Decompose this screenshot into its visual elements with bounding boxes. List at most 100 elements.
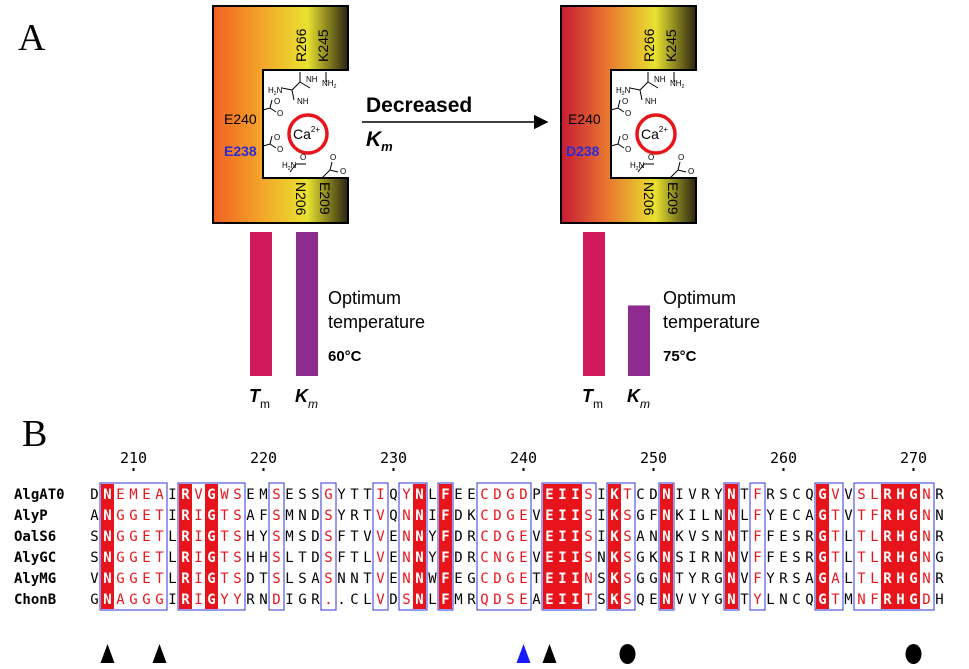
residue-char: K xyxy=(649,550,658,566)
residue-char: T xyxy=(298,550,307,566)
residue-char: N xyxy=(662,592,670,608)
similarity-box xyxy=(749,482,766,611)
right-calcium-label: Ca2+ xyxy=(641,125,668,142)
residue-char: C xyxy=(636,487,644,503)
residue-char: N xyxy=(727,550,735,566)
residue-char: T xyxy=(220,529,229,545)
conserved-column xyxy=(894,484,907,609)
right-atom-nh2a: H2N xyxy=(616,86,631,97)
residue-char: S xyxy=(311,487,319,503)
right-atom-o3: O xyxy=(622,133,628,142)
arrow-label-decreased: Decreased xyxy=(366,94,472,117)
residue-char: N xyxy=(714,508,722,524)
residue-char: S xyxy=(324,529,332,545)
residue-char: S xyxy=(272,550,280,566)
residue-char: I xyxy=(571,571,579,587)
left-optimum-value: 60°C xyxy=(328,348,362,365)
residue-char: V xyxy=(376,592,385,608)
residue-char: T xyxy=(740,592,749,608)
residue-char: H xyxy=(896,550,904,566)
residue-char: V xyxy=(688,487,697,503)
residue-char: K xyxy=(610,529,619,545)
residue-char: M xyxy=(844,592,852,608)
residue-char: R xyxy=(467,592,476,608)
sequence-name-algat0: AlgAT0 xyxy=(14,487,65,503)
conserved-column xyxy=(205,484,218,609)
residue-char: G xyxy=(818,487,826,503)
ruler-tick xyxy=(912,468,915,471)
conserved-column xyxy=(569,484,582,609)
residue-char: N xyxy=(103,487,111,503)
residue-char: M xyxy=(285,529,293,545)
residue-char: I xyxy=(571,529,579,545)
residue-char: L xyxy=(701,508,709,524)
residue-char: N xyxy=(350,571,358,587)
residue-char: T xyxy=(740,487,749,503)
residue-char: N xyxy=(597,550,605,566)
residue-char: A xyxy=(831,571,840,587)
residue-char: N xyxy=(103,571,111,587)
residue-char: T xyxy=(532,571,541,587)
residue-char: G xyxy=(506,550,514,566)
residue-char: I xyxy=(558,550,566,566)
residue-char: N xyxy=(103,529,111,545)
residue-char: Q xyxy=(480,592,488,608)
residue-char: S xyxy=(779,487,787,503)
residue-char: N xyxy=(415,529,423,545)
residue-char: C xyxy=(480,508,488,524)
residue-char: L xyxy=(168,550,176,566)
residue-char: G xyxy=(649,571,657,587)
blue-triangle-marker xyxy=(516,644,531,663)
residue-char: R xyxy=(181,487,190,503)
residue-char: N xyxy=(415,550,423,566)
residue-char: R xyxy=(883,487,892,503)
residue-char: R xyxy=(805,550,814,566)
residue-char: G xyxy=(909,487,917,503)
residue-char: T xyxy=(831,592,840,608)
residue-char: I xyxy=(558,529,566,545)
residue-char: N xyxy=(415,487,423,503)
residue-char: S xyxy=(623,529,631,545)
residue-char: V xyxy=(740,550,749,566)
residue-char: E xyxy=(649,592,657,608)
residue-char: E xyxy=(389,571,397,587)
residue-char: K xyxy=(675,508,684,524)
residue-char: F xyxy=(441,487,449,503)
residue-char: S xyxy=(298,529,306,545)
ruler-tick xyxy=(262,468,265,471)
similarity-box xyxy=(437,482,454,611)
residue-char: C xyxy=(792,592,800,608)
ruler-tick xyxy=(522,468,525,471)
triangle-marker xyxy=(542,644,557,663)
residue-char: Q xyxy=(805,592,813,608)
residue-char: R xyxy=(311,592,320,608)
residue-char: I xyxy=(558,508,566,524)
residue-char: Y xyxy=(766,571,775,587)
residue-char: G xyxy=(506,571,514,587)
residue-char: I xyxy=(194,529,202,545)
right-atom-nh-b: NH xyxy=(645,97,657,106)
residue-char: D xyxy=(454,508,462,524)
residue-char: E xyxy=(779,529,787,545)
residue-char: W xyxy=(220,487,229,503)
residue-char: V xyxy=(376,529,385,545)
residue-char: C xyxy=(792,487,800,503)
residue-char: I xyxy=(194,592,202,608)
residue-char: S xyxy=(506,592,514,608)
residue-char: D xyxy=(454,550,462,566)
residue-char: T xyxy=(350,529,359,545)
residue-char: S xyxy=(298,487,306,503)
residue-char: D xyxy=(454,529,462,545)
ruler-label-210: 210 xyxy=(120,449,147,467)
right-atom-o5: O xyxy=(648,153,654,162)
residue-char: K xyxy=(610,592,619,608)
residue-char: R xyxy=(181,550,190,566)
residue-char: G xyxy=(909,592,917,608)
residue-char: I xyxy=(194,571,202,587)
residue-char: D xyxy=(493,571,501,587)
residue-char: R xyxy=(935,571,944,587)
residue-char: G xyxy=(116,571,124,587)
residue-char: K xyxy=(467,508,476,524)
triangle-marker xyxy=(100,644,115,663)
